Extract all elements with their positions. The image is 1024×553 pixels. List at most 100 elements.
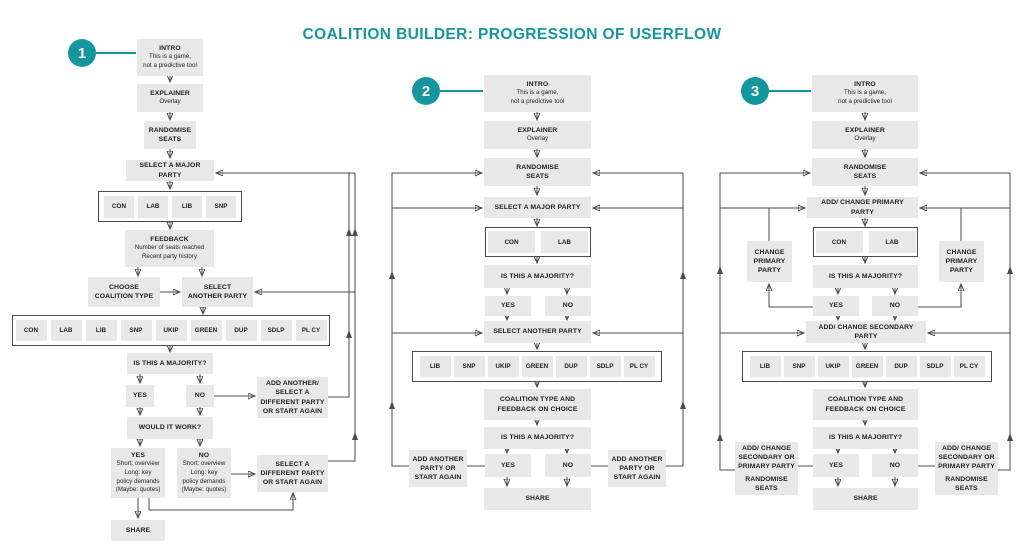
label: EXPLAINER	[150, 90, 190, 98]
intro-node: INTRO This is a game, not a predictive t…	[137, 39, 203, 76]
explainer-node: EXPLAINER Overlay	[137, 84, 203, 112]
sublabel: Number of seats reached Recent party his…	[134, 244, 205, 261]
party-chip-pl-cy: PL CY	[953, 356, 985, 377]
flow-1-badge: 1	[68, 39, 96, 67]
label: NO	[194, 392, 206, 400]
majority-question-node: IS THIS A MAJORITY?	[484, 265, 591, 288]
sublabel: Overlay	[159, 98, 181, 106]
party-chip-ukip: UKIP	[155, 320, 187, 341]
label: NO	[889, 461, 901, 469]
label: ADD/ CHANGE SECONDARY PARTY	[818, 323, 914, 340]
select-another-party-node: SELECT ANOTHER PARTY	[182, 277, 253, 307]
yes-node-2: YES	[813, 454, 859, 477]
label: IS THIS A MAJORITY?	[500, 434, 575, 442]
explainer-node: EXPLAINER Overlay	[812, 121, 918, 149]
party-chip-lab: LAB	[868, 231, 916, 253]
majority-question-node: IS THIS A MAJORITY?	[813, 265, 918, 288]
yes-node-2: YES	[485, 454, 531, 477]
label: NO	[198, 452, 210, 460]
party-chip-dup: DUP	[555, 356, 587, 377]
label: ADD/ CHANGE PRIMARY PARTY	[821, 199, 904, 216]
label: ADD/ CHANGE SECONDARY OR PRIMARY PARTY	[938, 444, 995, 470]
no-node-2: NO	[872, 454, 918, 477]
party-chip-dup: DUP	[225, 320, 257, 341]
share-node: SHARE	[813, 488, 918, 510]
secondary-party-options-row: LIB SNP UKIP GREEN DUP SDLP PL CY	[412, 351, 662, 382]
party-chip-ukip: UKIP	[817, 356, 849, 377]
flow-3-badge: 3	[741, 77, 769, 105]
would-it-work-node: WOULD IT WORK?	[127, 417, 213, 439]
party-chip-green: GREEN	[521, 356, 553, 377]
label: YES	[829, 461, 843, 469]
sublabel: This is a game, not a predictive tool	[143, 53, 197, 70]
label: YES	[501, 302, 515, 310]
label: SELECT ANOTHER PARTY	[187, 283, 248, 300]
label: EXPLAINER	[517, 127, 558, 135]
party-chip-snp: SNP	[453, 356, 485, 377]
label: CHANGE PRIMARY PARTY	[945, 248, 978, 275]
secondary-party-options-row: LIB SNP UKIP GREEN DUP SDLP PL CY	[742, 351, 992, 382]
intro-node: INTRO This is a game, not a predictive t…	[812, 75, 918, 112]
randomise-seats-node: RANDOMISE SEATS	[484, 158, 591, 186]
add-another-or-restart-node: ADD ANOTHER/ SELECT A DIFFERENT PARTY OR…	[257, 377, 328, 418]
share-node: SHARE	[111, 520, 165, 541]
add-another-or-restart-right-node: ADD ANOTHER PARTY OR START AGAIN	[608, 450, 666, 487]
coalition-feedback-node: COALITION TYPE AND FEEDBACK ON CHOICE	[813, 389, 918, 420]
label: EXPLAINER	[845, 127, 885, 135]
sublabel: Overlay	[526, 135, 549, 143]
yes-node: YES	[813, 296, 859, 316]
explainer-node: EXPLAINER Overlay	[484, 121, 591, 149]
party-chip-green: GREEN	[190, 320, 222, 341]
label: YES	[829, 302, 843, 310]
label: NO	[562, 461, 574, 469]
add-change-or-randomise-right-node: ADD/ CHANGE SECONDARY OR PRIMARY PARTY R…	[935, 442, 998, 495]
add-another-or-restart-left-node: ADD ANOTHER PARTY OR START AGAIN	[409, 450, 467, 487]
party-chip-sdlp: SDLP	[919, 356, 951, 377]
add-change-secondary-party-node: ADD/ CHANGE SECONDARY PARTY	[806, 321, 926, 343]
label: COALITION TYPE AND FEEDBACK ON CHOICE	[825, 396, 906, 413]
label: INTRO	[159, 45, 181, 53]
yes-outcome-node: YES Short: overview Long: key policy dem…	[111, 448, 165, 498]
add-change-or-randomise-left-node: ADD/ CHANGE SECONDARY OR PRIMARY PARTY R…	[735, 442, 798, 495]
select-major-party-node: SELECT A MAJOR PARTY	[126, 160, 214, 181]
label: COALITION TYPE AND FEEDBACK ON CHOICE	[497, 396, 578, 413]
party-chip-lib: LIB	[172, 195, 202, 218]
label: INTRO	[854, 81, 876, 89]
party-chip-lib: LIB	[419, 356, 451, 377]
majority-question-node-2: IS THIS A MAJORITY?	[813, 427, 918, 449]
sublabel: Overlay	[854, 135, 876, 143]
change-primary-party-left-node: CHANGE PRIMARY PARTY	[747, 241, 792, 282]
label: IS THIS A MAJORITY?	[828, 272, 903, 280]
party-chip-lab: LAB	[541, 231, 588, 253]
party-chip-con: CON	[488, 231, 535, 253]
label: WOULD IT WORK?	[138, 424, 202, 432]
label: YES	[133, 392, 147, 400]
no-node-2: NO	[545, 454, 591, 477]
label: ADD ANOTHER PARTY OR START AGAIN	[412, 455, 464, 482]
party-chip-pl-cy: PL CY	[623, 356, 655, 377]
sublabel: RANDOMISE SEATS	[945, 476, 988, 493]
sublabel: This is a game, not a predictive tool	[838, 89, 892, 106]
label: SELECT A DIFFERENT PARTY OR START AGAIN	[260, 460, 325, 487]
intro-node: INTRO This is a game, not a predictive t…	[484, 75, 591, 112]
label: CHOOSE COALITION TYPE	[94, 283, 154, 300]
share-node: SHARE	[484, 488, 591, 510]
randomise-seats-node: RANDOMISE SEATS	[812, 158, 918, 186]
sublabel: RANDOMISE SEATS	[745, 476, 788, 493]
party-chip-dup: DUP	[885, 356, 917, 377]
select-another-party-node: SELECT ANOTHER PARTY	[484, 321, 591, 343]
label: ADD ANOTHER PARTY OR START AGAIN	[611, 455, 663, 482]
label: RANDOMISE SEATS	[843, 163, 887, 180]
party-chip-lab: LAB	[50, 320, 82, 341]
no-outcome-node: NO Short: overview Long: key policy dema…	[177, 448, 231, 498]
label: YES	[501, 461, 515, 469]
primary-party-options-row: CON LAB	[813, 227, 918, 257]
yes-node: YES	[485, 296, 531, 316]
party-chip-con: CON	[104, 195, 134, 218]
party-chip-green: GREEN	[851, 356, 883, 377]
no-node: NO	[186, 385, 214, 407]
label: IS THIS A MAJORITY?	[828, 434, 903, 442]
label: INTRO	[526, 81, 549, 89]
label: RANDOMISE SEATS	[516, 163, 559, 180]
